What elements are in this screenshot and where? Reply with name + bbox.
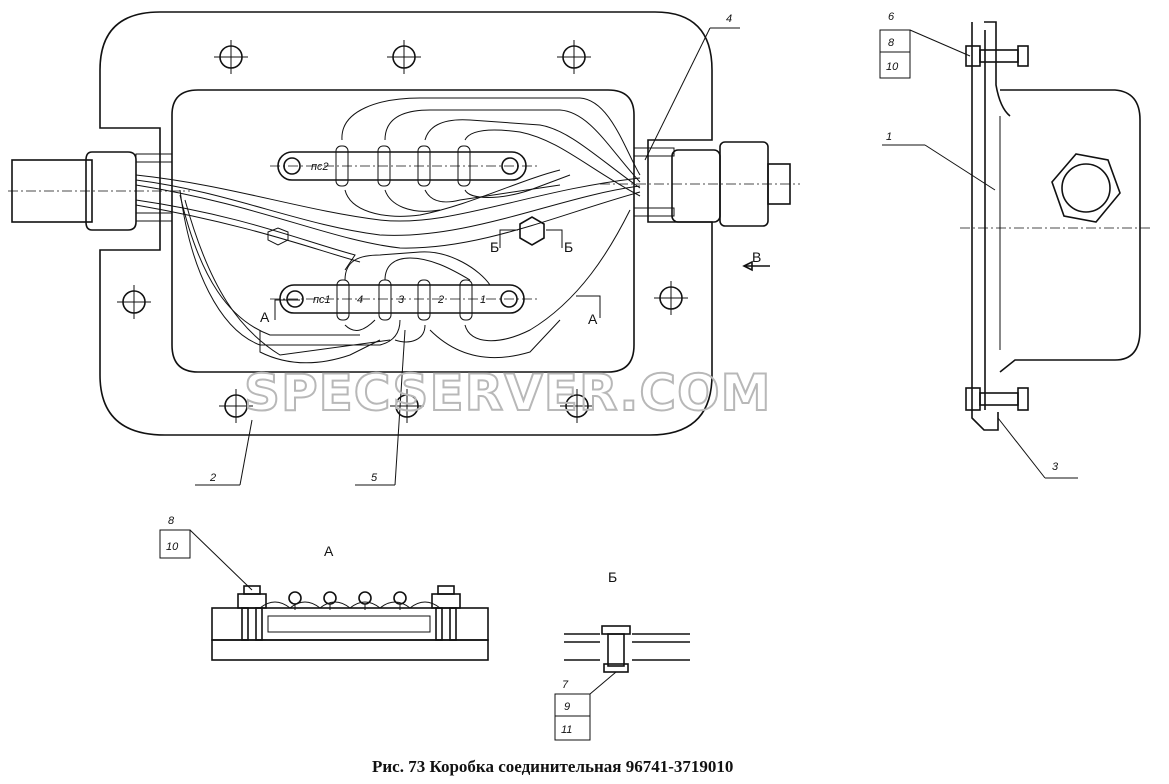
right-cable-gland [600,141,800,227]
callouts-main-view: 4 2 5 [195,13,740,486]
callout-6: 6 [888,11,895,23]
figure-caption: Рис. 73 Коробка соединительная 96741-371… [372,757,733,776]
callout-9: 9 [564,701,570,713]
mounting-holes [117,40,688,423]
terminal-number-3: 3 [398,294,405,306]
section-mark-b-right: Б [564,239,573,255]
callout-10-view-a: 10 [166,541,179,553]
left-hex-nut [267,227,289,246]
upper-block-label: пс2 [311,161,329,173]
view-a-title: А [324,543,334,559]
terminal-number-2: 2 [437,294,444,306]
callout-7: 7 [562,679,569,691]
lower-terminal-block: пс1 4 3 2 1 [270,279,540,321]
section-marks: А А Б Б В [260,229,770,327]
junction-box-plan-view: пс2 пс1 4 3 2 1 [8,11,800,486]
terminal-number-4: 4 [357,294,363,306]
view-b-section: Б 7 9 11 [554,569,690,741]
callout-3: 3 [1052,461,1059,473]
left-cable-gland [8,151,190,231]
callout-8-side: 8 [888,37,895,49]
junction-box-side-view: 1 6 8 10 3 [879,11,1150,479]
section-mark-a-left: А [260,309,270,325]
view-b-title: Б [608,569,617,585]
center-hex-nut [519,216,545,246]
watermark: SPECSERVER.COM [244,364,771,422]
callout-11: 11 [561,724,572,736]
callout-4: 4 [726,13,732,25]
wiring-harness [135,97,641,356]
callout-10-side: 10 [886,61,899,73]
callout-8-view-a: 8 [168,515,175,527]
view-a-section: А 8 10 [159,515,489,661]
section-mark-a-right: А [588,311,598,327]
view-mark-v: В [752,249,761,265]
terminal-number-1: 1 [480,294,486,306]
callout-1: 1 [886,131,892,143]
callout-5: 5 [371,472,378,484]
upper-terminal-block: пс2 [270,145,540,187]
section-mark-b-left: Б [490,239,499,255]
lower-block-label: пс1 [313,294,331,306]
callout-2: 2 [209,472,216,484]
